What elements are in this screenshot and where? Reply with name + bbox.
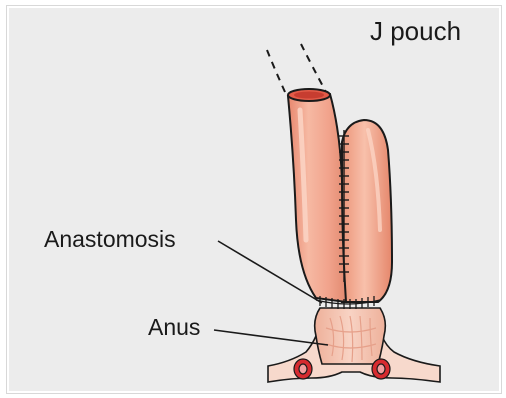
figure-title: J pouch — [370, 16, 461, 47]
ileum-dashed-left — [267, 50, 285, 92]
ileum-dashed-right — [301, 44, 326, 92]
pouch-right-limb — [342, 120, 392, 302]
anus-label: Anus — [148, 314, 200, 341]
ileal-limb — [288, 94, 346, 302]
anus-leader-line — [214, 330, 328, 345]
anastomosis-label: Anastomosis — [44, 226, 176, 253]
